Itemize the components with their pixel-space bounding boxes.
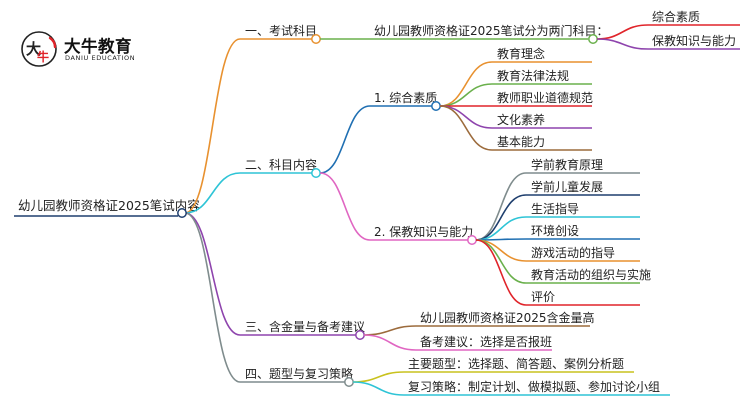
subject-intro-label: 幼儿园教师资格证2025笔试分为两门科目： [374, 23, 609, 38]
root-knob [177, 208, 187, 218]
subject-leaf-2: 保教知识与能力 [652, 33, 736, 48]
comprehensive-leaf-1: 教育理念 [497, 46, 545, 61]
care-connector [319, 172, 371, 241]
branch-3-knob [355, 330, 365, 340]
branch-1-knob [311, 34, 321, 44]
comprehensive-leaf-connector-5 [439, 105, 493, 151]
brand-logo: 大 牛 大牛教育 DANIU EDUCATION [20, 30, 140, 70]
care-leaf-connector-6 [475, 239, 527, 284]
care-leaf-3: 生活指导 [531, 201, 579, 216]
comprehensive-leaf-5: 基本能力 [497, 135, 545, 149]
comprehensive-label: 1. 综合素质 [374, 90, 437, 105]
branch-1-label: 一、考试科目 [245, 23, 317, 38]
branch-connector-4 [184, 212, 241, 383]
branch-3-label: 三、含金量与备考建议 [245, 319, 365, 334]
care-label: 2. 保教知识与能力 [374, 224, 473, 239]
branch-connector-3 [184, 212, 241, 336]
root-topic: 幼儿园教师资格证2025笔试内容 [18, 198, 200, 213]
value-leaf-connector-1 [363, 325, 417, 336]
care-knob [467, 235, 477, 245]
logo-mark-char-2: 牛 [37, 49, 49, 64]
branch-4-label: 四、题型与复习策略 [245, 366, 353, 381]
strategy-leaf-1: 主要题型：选择题、简答题、案例分析题 [408, 356, 624, 371]
strategy-leaf-connector-2 [352, 381, 405, 396]
care-leaf-6: 教育活动的组织与实施 [531, 267, 651, 282]
comprehensive-connector [319, 105, 371, 174]
brand-name: 大牛教育 [64, 37, 132, 56]
comprehensive-leaf-3: 教师职业道德规范 [497, 90, 593, 105]
care-leaf-4: 环境创设 [531, 223, 579, 238]
subject-knob [588, 34, 598, 44]
value-leaf-2: 备考建议：选择是否报班 [420, 334, 552, 349]
comprehensive-leaf-connector-2 [439, 83, 493, 107]
care-leaf-7: 评价 [531, 290, 555, 304]
comprehensive-knob [431, 101, 441, 111]
value-leaf-connector-2 [363, 334, 417, 351]
care-leaf-2: 学前儿童发展 [531, 179, 603, 194]
value-leaf-1: 幼儿园教师资格证2025含金量高 [420, 310, 595, 325]
comprehensive-leaf-4: 文化素养 [497, 112, 545, 127]
branch-2-label: 二、科目内容 [245, 157, 317, 172]
strategy-leaf-2: 复习策略：制定计划、做模拟题、参加讨论小组 [408, 379, 660, 394]
brand-subtitle: DANIU EDUCATION [65, 54, 136, 62]
daniu-logo-icon: 大 牛 [21, 31, 57, 67]
care-leaf-connector-3 [475, 216, 527, 241]
care-leaf-connector-7 [475, 239, 527, 306]
comprehensive-leaf-2: 教育法律法规 [497, 68, 569, 83]
care-leaf-1: 学前教育原理 [531, 157, 603, 172]
branch-connector-1 [184, 38, 241, 214]
branch-4-knob [344, 377, 354, 387]
strategy-leaf-connector-1 [352, 371, 405, 383]
subject-leaf-1: 综合素质 [652, 9, 700, 24]
branch-2-knob [311, 168, 321, 178]
comprehensive-leaf-connector-4 [439, 105, 493, 129]
care-leaf-5: 游戏活动的指导 [531, 245, 615, 260]
logo-mark-char-1: 大 [26, 40, 41, 58]
care-leaf-connector-1 [475, 172, 527, 241]
subject-leaf-connector-2 [596, 38, 649, 50]
branch-connector-2 [184, 172, 241, 214]
